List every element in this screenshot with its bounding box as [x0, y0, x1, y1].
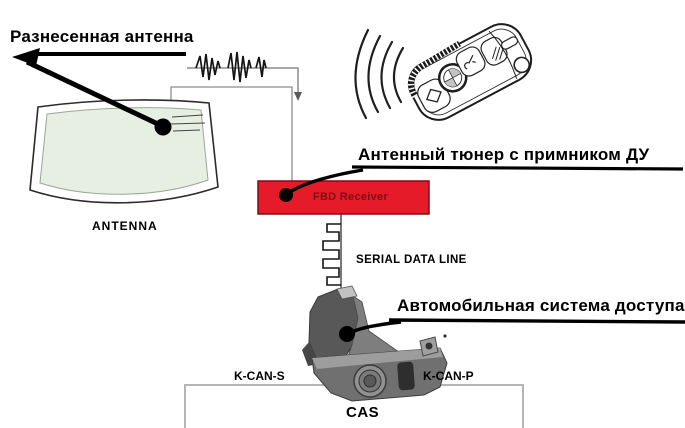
keyring-hole-icon — [513, 56, 531, 74]
radio-waves-icon — [354, 28, 405, 120]
windshield-glass — [39, 107, 209, 195]
cas-control-module-icon — [302, 285, 448, 402]
annotation-access-system-arrow — [339, 318, 685, 342]
label-antenna-tuner: Антенный тюнер с примником ДУ — [358, 145, 650, 164]
lock-button-icon — [464, 54, 476, 70]
rf-noise-burst-icon — [195, 51, 267, 83]
brand-roundel-icon — [437, 63, 468, 93]
unlock-button-icon — [425, 88, 442, 103]
label-k-can-s: K-CAN-S — [234, 369, 285, 383]
annotation-tuner-arrow — [279, 165, 684, 202]
digital-signal-icon — [322, 223, 341, 286]
rf-arrowhead-icon — [294, 92, 302, 101]
rf-input-wire — [187, 67, 299, 93]
label-antenna: ANTENNA — [92, 219, 158, 233]
label-k-can-p: K-CAN-P — [423, 369, 474, 383]
antenna-wires — [169, 114, 206, 132]
label-access-system: Автомобильная система доступа — [397, 296, 685, 315]
label-serial-data-line: SERIAL DATA LINE — [356, 254, 467, 266]
stray-dot — [443, 334, 447, 338]
label-cas: CAS — [346, 404, 380, 421]
windshield-antenna-icon — [29, 99, 219, 204]
label-spaced-antenna: Разнесенная антенна — [10, 27, 194, 46]
label-fbd-receiver: FBD Receiver — [312, 191, 389, 203]
key-fob-remote-icon — [407, 23, 533, 121]
signal-button-icon — [492, 46, 504, 61]
annotation-spaced-antenna-arrow — [12, 48, 186, 136]
